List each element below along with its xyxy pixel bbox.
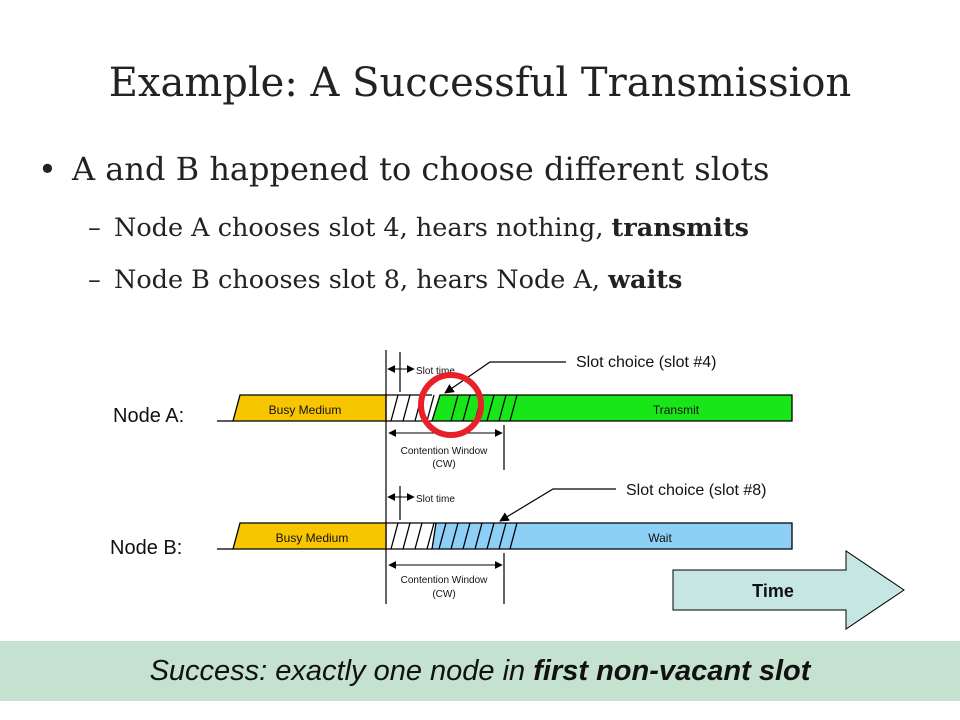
node-b-wait-label: Wait (648, 531, 672, 545)
node-a-callout: Slot choice (slot #4) (576, 354, 717, 371)
summary-banner: Success: exactly one node in first non-v… (0, 641, 960, 701)
bullet-main: • A and B happened to choose different sl… (38, 150, 769, 188)
node-a-cw-label-line1: Contention Window (401, 446, 488, 457)
summary-banner-prefix: Success: exactly one node in (149, 655, 534, 687)
node-a-timeline: Node A: Busy Medium Transmit Slot time C… (113, 350, 793, 604)
node-b-timeline: Node B: Busy Medium Wait Slot time Conte… (110, 482, 793, 604)
node-b-callout-pointer (499, 488, 616, 522)
sub-bullet-node-a: –Node A chooses slot 4, hears nothing, t… (88, 213, 749, 243)
node-a-transmit (431, 394, 793, 422)
time-arrow-label: Time (752, 581, 794, 601)
node-a-slot-hatch (386, 394, 518, 422)
node-b-callout: Slot choice (slot #8) (626, 482, 767, 499)
node-a-cw-label-line2: (CW) (432, 459, 455, 470)
node-b-slot-hatch (386, 522, 518, 550)
summary-banner-bold: first non-vacant slot (533, 655, 811, 687)
bullet-main-text: A and B happened to choose different slo… (72, 150, 770, 188)
node-b-label: Node B: (110, 537, 182, 559)
node-b-slot-time-label: Slot time (416, 494, 455, 505)
node-a-busy-label: Busy Medium (269, 403, 342, 417)
sub-bullet-dash: – (88, 213, 101, 243)
time-arrow-shape (672, 550, 905, 630)
node-b-busy-label: Busy Medium (276, 531, 349, 545)
sub-bullet-dash: – (88, 265, 101, 295)
sub-bullet-node-b-bold: waits (608, 265, 683, 295)
contention-window-diagram: Node A: Busy Medium Transmit Slot time C… (110, 350, 905, 630)
node-a-callout-pointer (444, 361, 566, 394)
node-b-cw-label-line1: Contention Window (401, 575, 488, 586)
time-arrow: Time (672, 550, 905, 630)
node-b-cw-label-line2: (CW) (432, 589, 455, 600)
node-a-slot-time-label: Slot time (416, 366, 455, 377)
sub-bullet-node-b: –Node B chooses slot 8, hears Node A, wa… (88, 265, 682, 295)
sub-bullet-node-a-text: Node A chooses slot 4, hears nothing, (114, 213, 612, 243)
node-a-slot-highlight-circle (418, 372, 484, 438)
summary-banner-text: Success: exactly one node in first non-v… (0, 641, 960, 701)
node-b-wait (431, 522, 793, 550)
bullet-dot: • (38, 150, 57, 188)
node-a-transmit-label: Transmit (653, 403, 700, 417)
sub-bullet-node-a-bold: transmits (611, 213, 749, 243)
slide-title: Example: A Successful Transmission (108, 60, 852, 106)
node-a-label: Node A: (113, 405, 184, 427)
sub-bullet-node-b-text: Node B chooses slot 8, hears Node A, (114, 265, 609, 295)
